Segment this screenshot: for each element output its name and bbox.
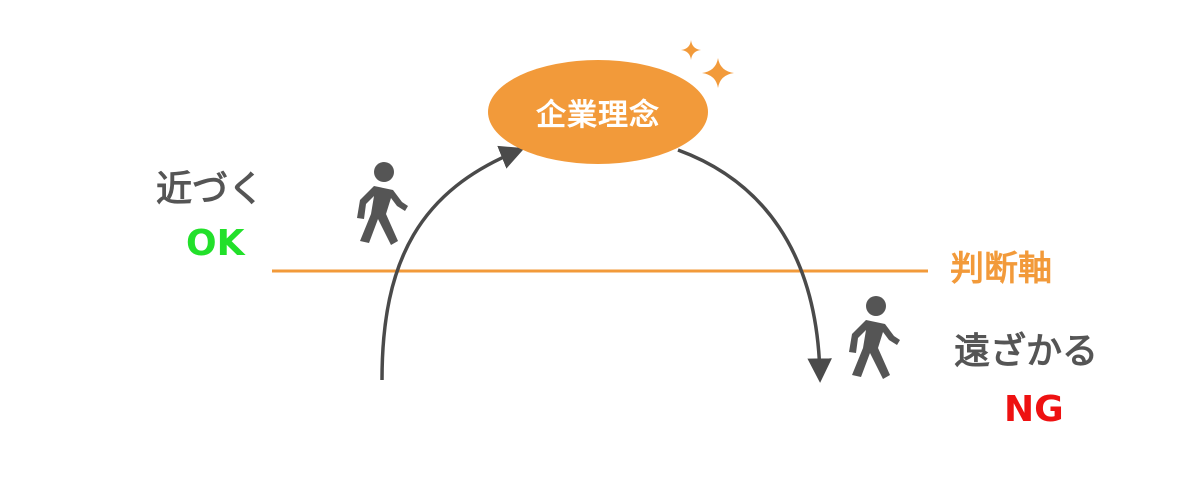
approach-verdict: OK — [186, 223, 245, 264]
walking-person-icon — [849, 296, 900, 379]
recede-arrow — [677, 148, 832, 383]
sparkle-icon — [681, 40, 734, 88]
recede-label: 遠ざかる — [954, 331, 1099, 372]
recede-verdict: NG — [1004, 389, 1064, 430]
corporate-philosophy-ellipse — [488, 60, 708, 164]
corporate-philosophy-label: 企業理念 — [536, 98, 660, 133]
approach-arrow — [380, 145, 525, 381]
approach-label: 近づく — [156, 169, 265, 210]
judgment-axis-label: 判断軸 — [950, 249, 1052, 289]
walking-person-icon — [357, 162, 408, 245]
